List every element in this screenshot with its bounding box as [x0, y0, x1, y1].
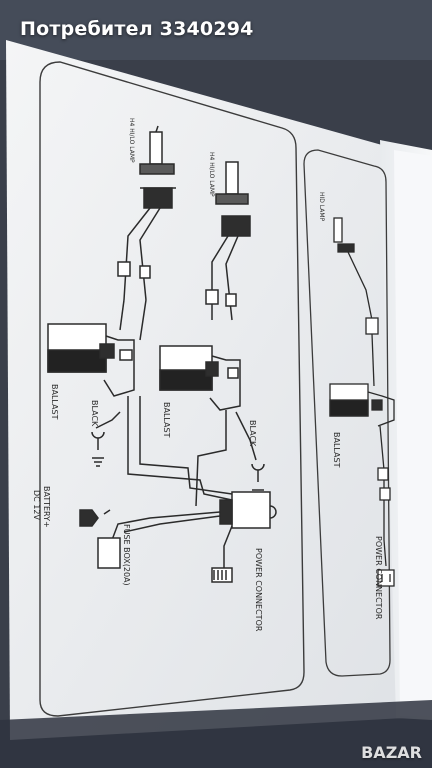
- left-diagram-frame: [39, 61, 305, 717]
- black-left-label: BLACK: [90, 400, 99, 427]
- fuse-box-label: FUSE BOX(20A): [122, 524, 131, 586]
- lamp-right-label: H4 HI/LO LAMP: [208, 152, 215, 197]
- seller-title: Потребител 3340294: [20, 18, 254, 40]
- ballast-single-label: BALLAST: [332, 432, 341, 468]
- single-lamp-label: HID LAMP: [318, 192, 325, 222]
- power-connector-single-label: POWER CONNECTOR: [374, 536, 383, 620]
- power-connector-main-label: POWER CONNECTOR: [254, 548, 263, 632]
- right-diagram-frame: [303, 149, 391, 677]
- bazar-watermark-logo: BAZAR: [361, 743, 422, 762]
- ballast-right-label: BALLAST: [162, 402, 171, 438]
- ballast-left-label: BALLAST: [50, 384, 59, 420]
- battery-voltage-label: DC 12V: [32, 490, 41, 520]
- battery-label: BATTERY+: [42, 486, 51, 528]
- black-right-label: BLACK: [248, 420, 257, 447]
- lamp-left-label: H4 HI/LO LAMP: [128, 118, 135, 163]
